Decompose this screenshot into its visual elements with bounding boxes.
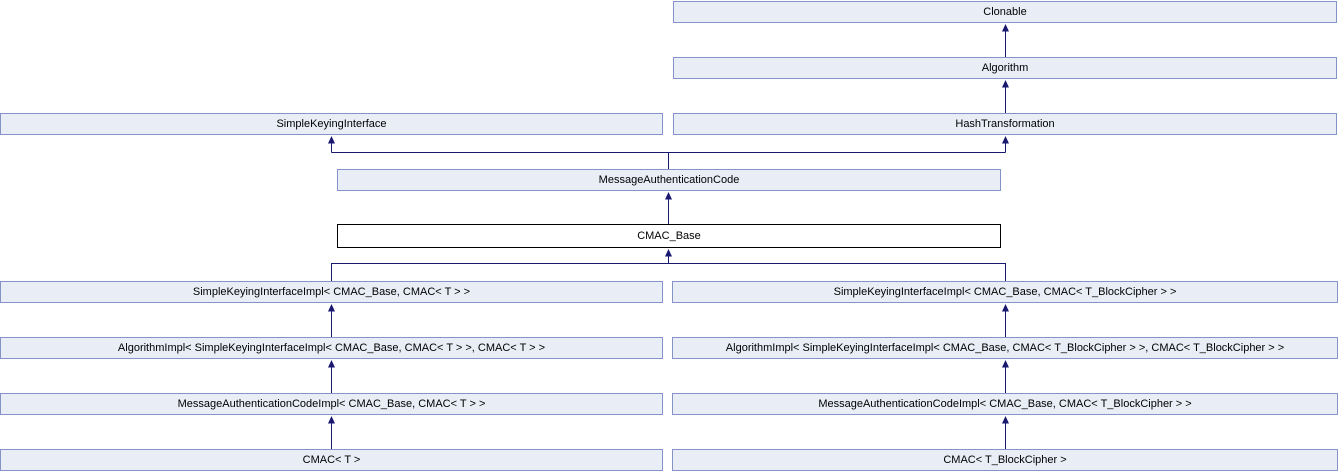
edge-cmac-t xyxy=(328,416,335,449)
edge-algorithmimpl-right xyxy=(1002,304,1009,337)
class-node-simple-keying-interface[interactable]: SimpleKeyingInterface xyxy=(0,113,663,135)
class-node-cmac-base: CMAC_Base xyxy=(337,224,1001,248)
class-node-algorithm-impl-t[interactable]: AlgorithmImpl< SimpleKeyingInterfaceImpl… xyxy=(0,337,663,359)
class-node-algorithm-impl-blockcipher[interactable]: AlgorithmImpl< SimpleKeyingInterfaceImpl… xyxy=(672,337,1338,359)
edge-hashtransformation-to-algorithm xyxy=(1002,80,1009,113)
edge-implbranches-to-cmacbase xyxy=(331,249,1006,281)
class-node-clonable[interactable]: Clonable xyxy=(673,1,1337,23)
class-node-algorithm[interactable]: Algorithm xyxy=(673,57,1337,79)
class-node-hash-transformation[interactable]: HashTransformation xyxy=(673,113,1337,135)
class-node-message-authentication-code[interactable]: MessageAuthenticationCode xyxy=(337,169,1001,191)
edge-cmacbase-to-mac xyxy=(665,192,672,224)
edge-macimpl-left xyxy=(328,360,335,393)
class-node-message-authentication-code-impl-t[interactable]: MessageAuthenticationCodeImpl< CMAC_Base… xyxy=(0,393,663,415)
class-node-simple-keying-interface-impl-blockcipher[interactable]: SimpleKeyingInterfaceImpl< CMAC_Base, CM… xyxy=(672,281,1338,303)
class-node-simple-keying-interface-impl-t[interactable]: SimpleKeyingInterfaceImpl< CMAC_Base, CM… xyxy=(0,281,663,303)
class-node-cmac-blockcipher[interactable]: CMAC< T_BlockCipher > xyxy=(672,449,1338,471)
edge-macimpl-right xyxy=(1002,360,1009,393)
class-node-message-authentication-code-impl-blockcipher[interactable]: MessageAuthenticationCodeImpl< CMAC_Base… xyxy=(672,393,1338,415)
edge-cmac-blockcipher xyxy=(1002,416,1009,449)
edge-mac-to-simplekeyinginterface-and-hashtransformation xyxy=(328,136,1009,169)
edge-algorithm-to-clonable xyxy=(1002,24,1009,57)
edge-algorithmimpl-left xyxy=(328,304,335,337)
class-node-cmac-t[interactable]: CMAC< T > xyxy=(0,449,663,471)
